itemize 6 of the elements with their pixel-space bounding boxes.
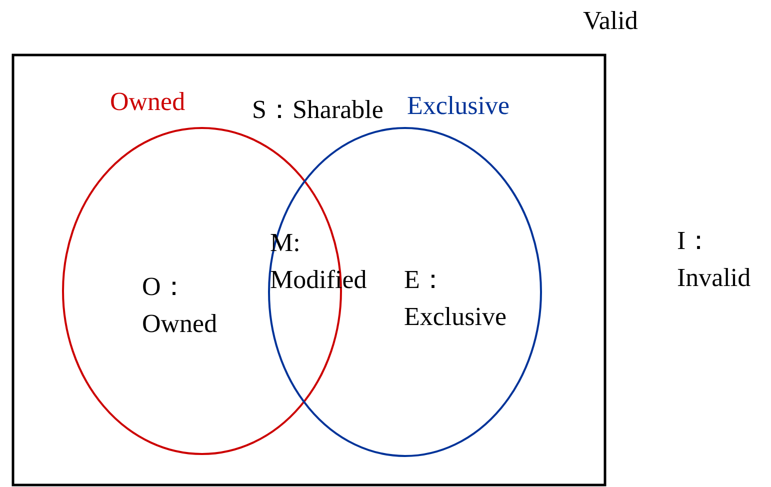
region-label: O： Owned bbox=[142, 271, 218, 340]
set-heading: Owned bbox=[110, 86, 186, 118]
set-heading: Valid bbox=[583, 5, 639, 37]
region-label: E： Exclusive bbox=[404, 264, 508, 333]
set-heading: Exclusive bbox=[407, 90, 511, 122]
region-label: I： Invalid bbox=[677, 225, 752, 294]
